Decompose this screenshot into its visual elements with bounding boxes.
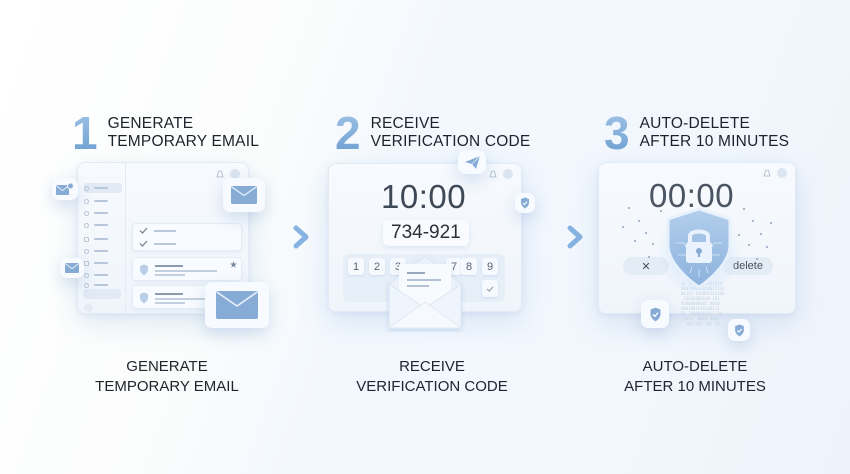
step-1-heading: 1 GENERATE TEMPORARY EMAIL <box>72 110 259 156</box>
step-2-caption-line1: RECEIVE <box>399 358 465 375</box>
arrow-right-icon <box>264 225 309 249</box>
send-card <box>458 150 486 174</box>
keypad-confirm-key[interactable] <box>482 280 498 297</box>
bell-icon <box>763 169 771 176</box>
keypad-key[interactable]: 9 <box>482 258 498 275</box>
envelope-large-card <box>205 282 269 328</box>
step-2-caption: RECEIVE VERIFICATION CODE <box>322 357 542 397</box>
shield-icon <box>140 264 148 276</box>
cancel-button[interactable]: ✕ <box>623 257 669 275</box>
step-2-heading: 2 RECEIVE VERIFICATION CODE <box>335 110 530 156</box>
step-1-caption-line2: TEMPORARY EMAIL <box>95 378 239 395</box>
envelope-icon <box>65 263 79 273</box>
bell-icon <box>489 170 497 177</box>
arrow-right-icon <box>538 225 583 249</box>
step-2-number: 2 <box>335 107 361 159</box>
sidebar-item <box>84 221 122 229</box>
step-2-title-line2: VERIFICATION CODE <box>370 133 531 150</box>
envelope-medium-card <box>223 178 265 212</box>
sidebar-account-box <box>83 289 121 299</box>
avatar <box>230 169 240 179</box>
step-1-number: 1 <box>72 107 98 159</box>
shield-check-icon <box>650 307 660 321</box>
shield-check-card <box>641 300 669 328</box>
avatar <box>777 168 787 178</box>
countdown-timer: 10:00 <box>381 178 467 215</box>
envelope-badge-icon <box>56 182 74 195</box>
avatar <box>84 303 93 312</box>
step-3-title-line2: AFTER 10 MINUTES <box>639 133 790 150</box>
countdown-timer: 00:00 <box>649 177 735 214</box>
sidebar-item <box>84 259 122 267</box>
checked-items-card <box>132 223 242 251</box>
shield-icon <box>140 292 148 304</box>
envelope-icon <box>231 186 257 204</box>
star-icon[interactable] <box>230 261 237 268</box>
shield-card <box>515 193 535 213</box>
step-3-number: 3 <box>604 107 630 159</box>
step-1-caption-line1: GENERATE <box>126 358 208 375</box>
open-envelope-icon <box>387 255 463 329</box>
sidebar-item <box>84 247 122 255</box>
step-3-caption-line1: AUTO-DELETE <box>642 358 748 375</box>
shield-check-icon <box>734 324 744 336</box>
step-1-title-line1: GENERATE <box>107 115 194 132</box>
step-3-caption-line2: AFTER 10 MINUTES <box>624 378 766 395</box>
sidebar-item <box>84 281 122 289</box>
sidebar-item <box>84 197 122 205</box>
step-2-title-line1: RECEIVE <box>370 115 441 132</box>
step-3-heading: 3 AUTO-DELETE AFTER 10 MINUTES <box>604 110 789 156</box>
envelope-notification-card <box>52 178 78 200</box>
inbox-sidebar <box>78 163 126 313</box>
keypad-key[interactable]: 1 <box>348 258 364 275</box>
paper-plane-icon <box>464 155 480 169</box>
step-3-caption: AUTO-DELETE AFTER 10 MINUTES <box>585 357 805 397</box>
verification-window: 10:00 734-921 1 2 3 7 8 9 <box>328 163 522 312</box>
checkmark-icon <box>139 240 148 247</box>
keypad-key[interactable]: 2 <box>369 258 385 275</box>
avatar <box>503 169 513 179</box>
step-1-title-line2: TEMPORARY EMAIL <box>107 133 260 150</box>
envelope-icon <box>216 291 258 319</box>
step-3-title-line1: AUTO-DELETE <box>639 115 751 132</box>
verification-code: 734-921 <box>383 220 469 246</box>
sidebar-item <box>84 235 122 243</box>
shield-lock-icon <box>659 207 739 293</box>
sidebar-item <box>84 209 122 217</box>
sidebar-item <box>84 183 122 193</box>
keypad-key[interactable]: 8 <box>461 258 477 275</box>
shield-check-card <box>728 319 750 341</box>
email-list-item[interactable] <box>132 257 242 281</box>
checkmark-icon <box>486 286 494 292</box>
envelope-small-card <box>60 258 84 278</box>
step-1-caption: GENERATE TEMPORARY EMAIL <box>57 357 277 397</box>
checkmark-icon <box>139 227 148 234</box>
bell-icon <box>216 170 224 177</box>
step-2-caption-line2: VERIFICATION CODE <box>356 378 508 395</box>
sidebar-item <box>84 271 122 279</box>
shield-check-icon <box>521 197 529 209</box>
